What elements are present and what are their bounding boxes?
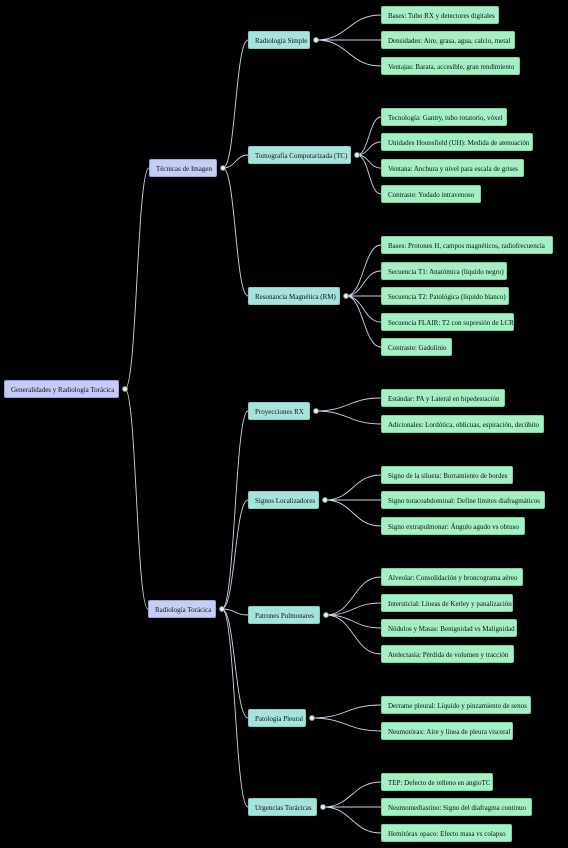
subbranch-patrones-pulmonares[interactable]: Patrones Pulmonares	[248, 606, 320, 624]
connector-line	[124, 167, 150, 390]
collapse-toggle[interactable]	[220, 165, 226, 171]
leaf-node[interactable]: Contraste: Yodado intravenoso	[381, 185, 481, 203]
connector-line	[325, 614, 382, 655]
leaf-node[interactable]: Signo de la silueta: Borramiento de bord…	[381, 466, 513, 484]
leaf-node[interactable]: Atelectasia: Pérdida de volumen y tracci…	[381, 645, 514, 663]
connector-line	[315, 397, 382, 412]
connector-line	[221, 608, 249, 719]
connector-line	[222, 167, 249, 297]
subbranch-tc[interactable]: Tomografía Computarizada (TC)	[248, 146, 351, 164]
connector-line	[345, 270, 382, 297]
subbranch-radiologia-simple[interactable]: Radiología Simple	[248, 31, 310, 49]
subbranch-patologia-pleural[interactable]: Patología Pleural	[248, 709, 306, 727]
collapse-toggle[interactable]	[323, 612, 329, 618]
connector-line	[221, 608, 249, 808]
subbranch-signos-localizadores[interactable]: Signos Localizadores	[248, 491, 319, 509]
leaf-node[interactable]: Nódulos y Masas: Benignidad vs Malignida…	[381, 619, 517, 637]
connector-line	[311, 717, 382, 732]
leaf-node[interactable]: Secuencia T1: Anatómica (líquido negro)	[381, 262, 507, 280]
leaf-node[interactable]: Unidades Hounsfield (UH): Medida de aten…	[381, 133, 533, 151]
leaf-node[interactable]: Signo toracoabdominal: Define límites di…	[381, 491, 545, 509]
connector-line	[124, 388, 149, 610]
leaf-node[interactable]: Intersticial: Líneas de Kerley y panaliz…	[381, 594, 513, 612]
connector-line	[356, 116, 382, 156]
collapse-toggle[interactable]	[122, 386, 128, 392]
connector-line	[221, 499, 249, 610]
root-node[interactable]: Generalidades y Radiología Torácica	[4, 380, 119, 398]
connector-line	[325, 602, 382, 616]
subbranch-urgencias-toracicas[interactable]: Urgencias Torácicas	[248, 798, 317, 816]
collapse-toggle[interactable]	[309, 715, 315, 721]
leaf-node[interactable]: TEP: Defecto de relleno en angioTC	[381, 773, 493, 791]
leaf-node[interactable]: Adicionales: Lordótica, oblicuas, espira…	[381, 415, 544, 433]
connector-line	[324, 474, 382, 501]
leaf-node[interactable]: Densidades: Aire, grasa, agua, calcio, m…	[381, 31, 515, 49]
connector-line	[315, 39, 382, 67]
leaf-node[interactable]: Tecnología: Gantry, tubo rotatorio, vóxe…	[381, 108, 507, 126]
connector-line	[315, 14, 382, 41]
collapse-toggle[interactable]	[219, 606, 225, 612]
leaf-node[interactable]: Secuencia T2: Patológica (líquido blanco…	[381, 287, 509, 305]
leaf-node[interactable]: Alveolar: Consolidación y broncograma aé…	[381, 568, 523, 586]
connector-line	[324, 499, 382, 527]
leaf-node[interactable]: Estándar: PA y Lateral en bipedestación	[381, 389, 505, 407]
leaf-node[interactable]: Neumotórax: Aire y línea de pleura visce…	[381, 722, 513, 740]
leaf-node[interactable]: Ventajas: Barata, accesible, gran rendim…	[381, 57, 520, 75]
leaf-node[interactable]: Secuencia FLAIR: T2 con supresión de LCR	[381, 313, 514, 331]
connector-line	[345, 295, 382, 323]
connector-line	[322, 806, 382, 834]
leaf-node[interactable]: Signo extrapulmonar: Ángulo agudo vs obt…	[381, 517, 525, 535]
leaf-node[interactable]: Neumomediastino: Signo del diafragma con…	[381, 798, 532, 816]
subbranch-proyecciones-rx[interactable]: Proyecciones RX	[248, 402, 310, 420]
connector-line	[345, 244, 382, 297]
connector-line	[356, 141, 382, 156]
collapse-toggle[interactable]	[313, 37, 319, 43]
connector-line	[322, 781, 382, 808]
leaf-node[interactable]: Contraste: Gadolinio	[381, 338, 452, 356]
collapse-toggle[interactable]	[343, 293, 349, 299]
leaf-node[interactable]: Ventana: Anchura y nivel para escala de …	[381, 159, 524, 177]
branch-radiologia-toracica[interactable]: Radiología Torácica	[148, 600, 216, 618]
connector-line	[345, 295, 382, 348]
collapse-toggle[interactable]	[354, 152, 360, 158]
leaf-node[interactable]: Derrame pleural: Líquido y pinzamiento d…	[381, 696, 531, 714]
connector-line	[311, 704, 382, 719]
branch-tecnicas-de-imagen[interactable]: Técnicas de Imagen	[149, 159, 217, 177]
connector-line	[315, 410, 382, 425]
leaf-node[interactable]: Bases: Tubo RX y detectores digitales	[381, 6, 499, 24]
collapse-toggle[interactable]	[320, 804, 326, 810]
subbranch-rm[interactable]: Resonancia Magnética (RM)	[248, 287, 340, 305]
connector-line	[325, 576, 382, 616]
collapse-toggle[interactable]	[313, 408, 319, 414]
connector-line	[222, 154, 249, 169]
connector-line	[222, 39, 249, 169]
leaf-node[interactable]: Bases: Protones H, campos magnéticos, ra…	[381, 236, 553, 254]
leaf-node[interactable]: Hemitórax opaco: Efecto masa vs colapso	[381, 824, 512, 842]
connector-line	[221, 410, 249, 610]
connector-line	[325, 614, 382, 629]
collapse-toggle[interactable]	[322, 497, 328, 503]
